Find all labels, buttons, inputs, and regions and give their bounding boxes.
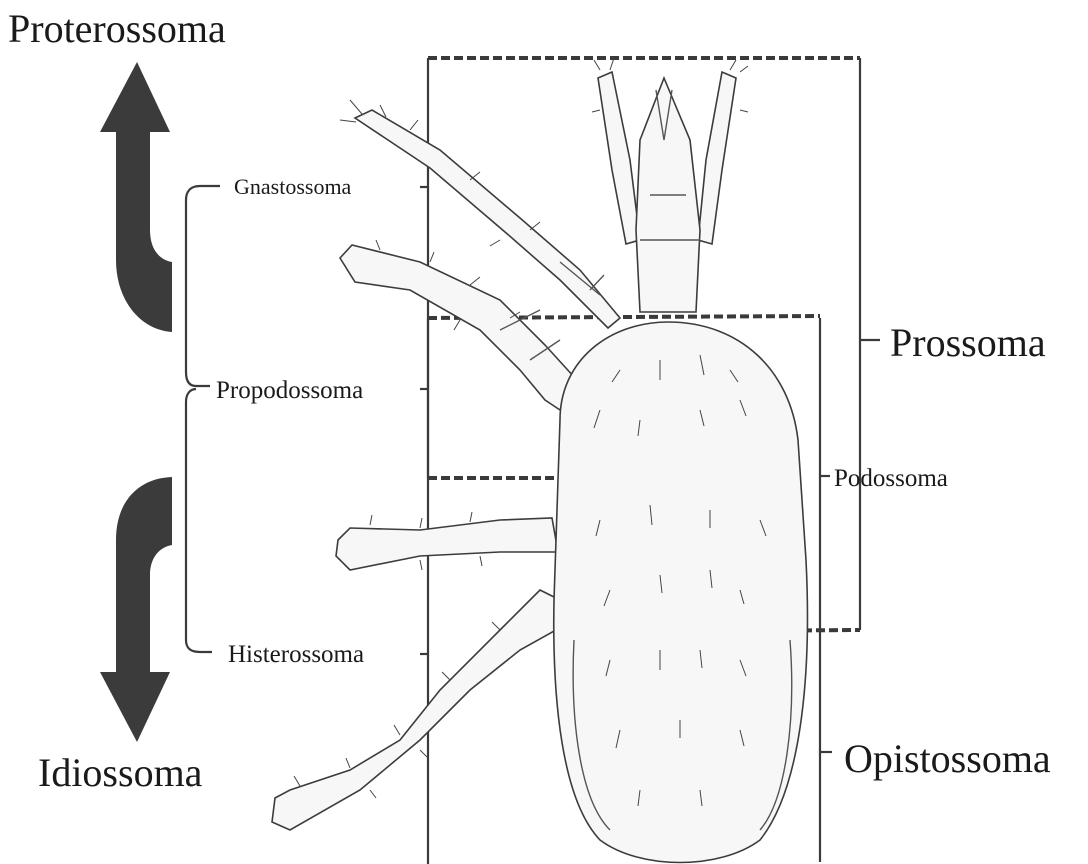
proterossoma-arrow <box>100 62 172 332</box>
idiossoma-label: Idiossoma <box>38 750 203 795</box>
histerossoma-label: Histerossoma <box>228 641 364 668</box>
gnastossoma-label: Gnastossoma <box>234 174 352 199</box>
idiossoma-arrow <box>100 477 172 742</box>
proterossoma-label: Proterossoma <box>8 6 226 51</box>
propodossoma-label: Propodossoma <box>216 377 363 404</box>
leg-4 <box>272 590 560 830</box>
prossoma-label: Prossoma <box>890 320 1046 365</box>
podossoma-label: Podossoma <box>834 465 948 492</box>
gnathosoma-drawing <box>592 58 748 312</box>
body-outline <box>554 322 808 863</box>
leg-3 <box>336 512 558 570</box>
opistossoma-label: Opistossoma <box>844 736 1051 781</box>
